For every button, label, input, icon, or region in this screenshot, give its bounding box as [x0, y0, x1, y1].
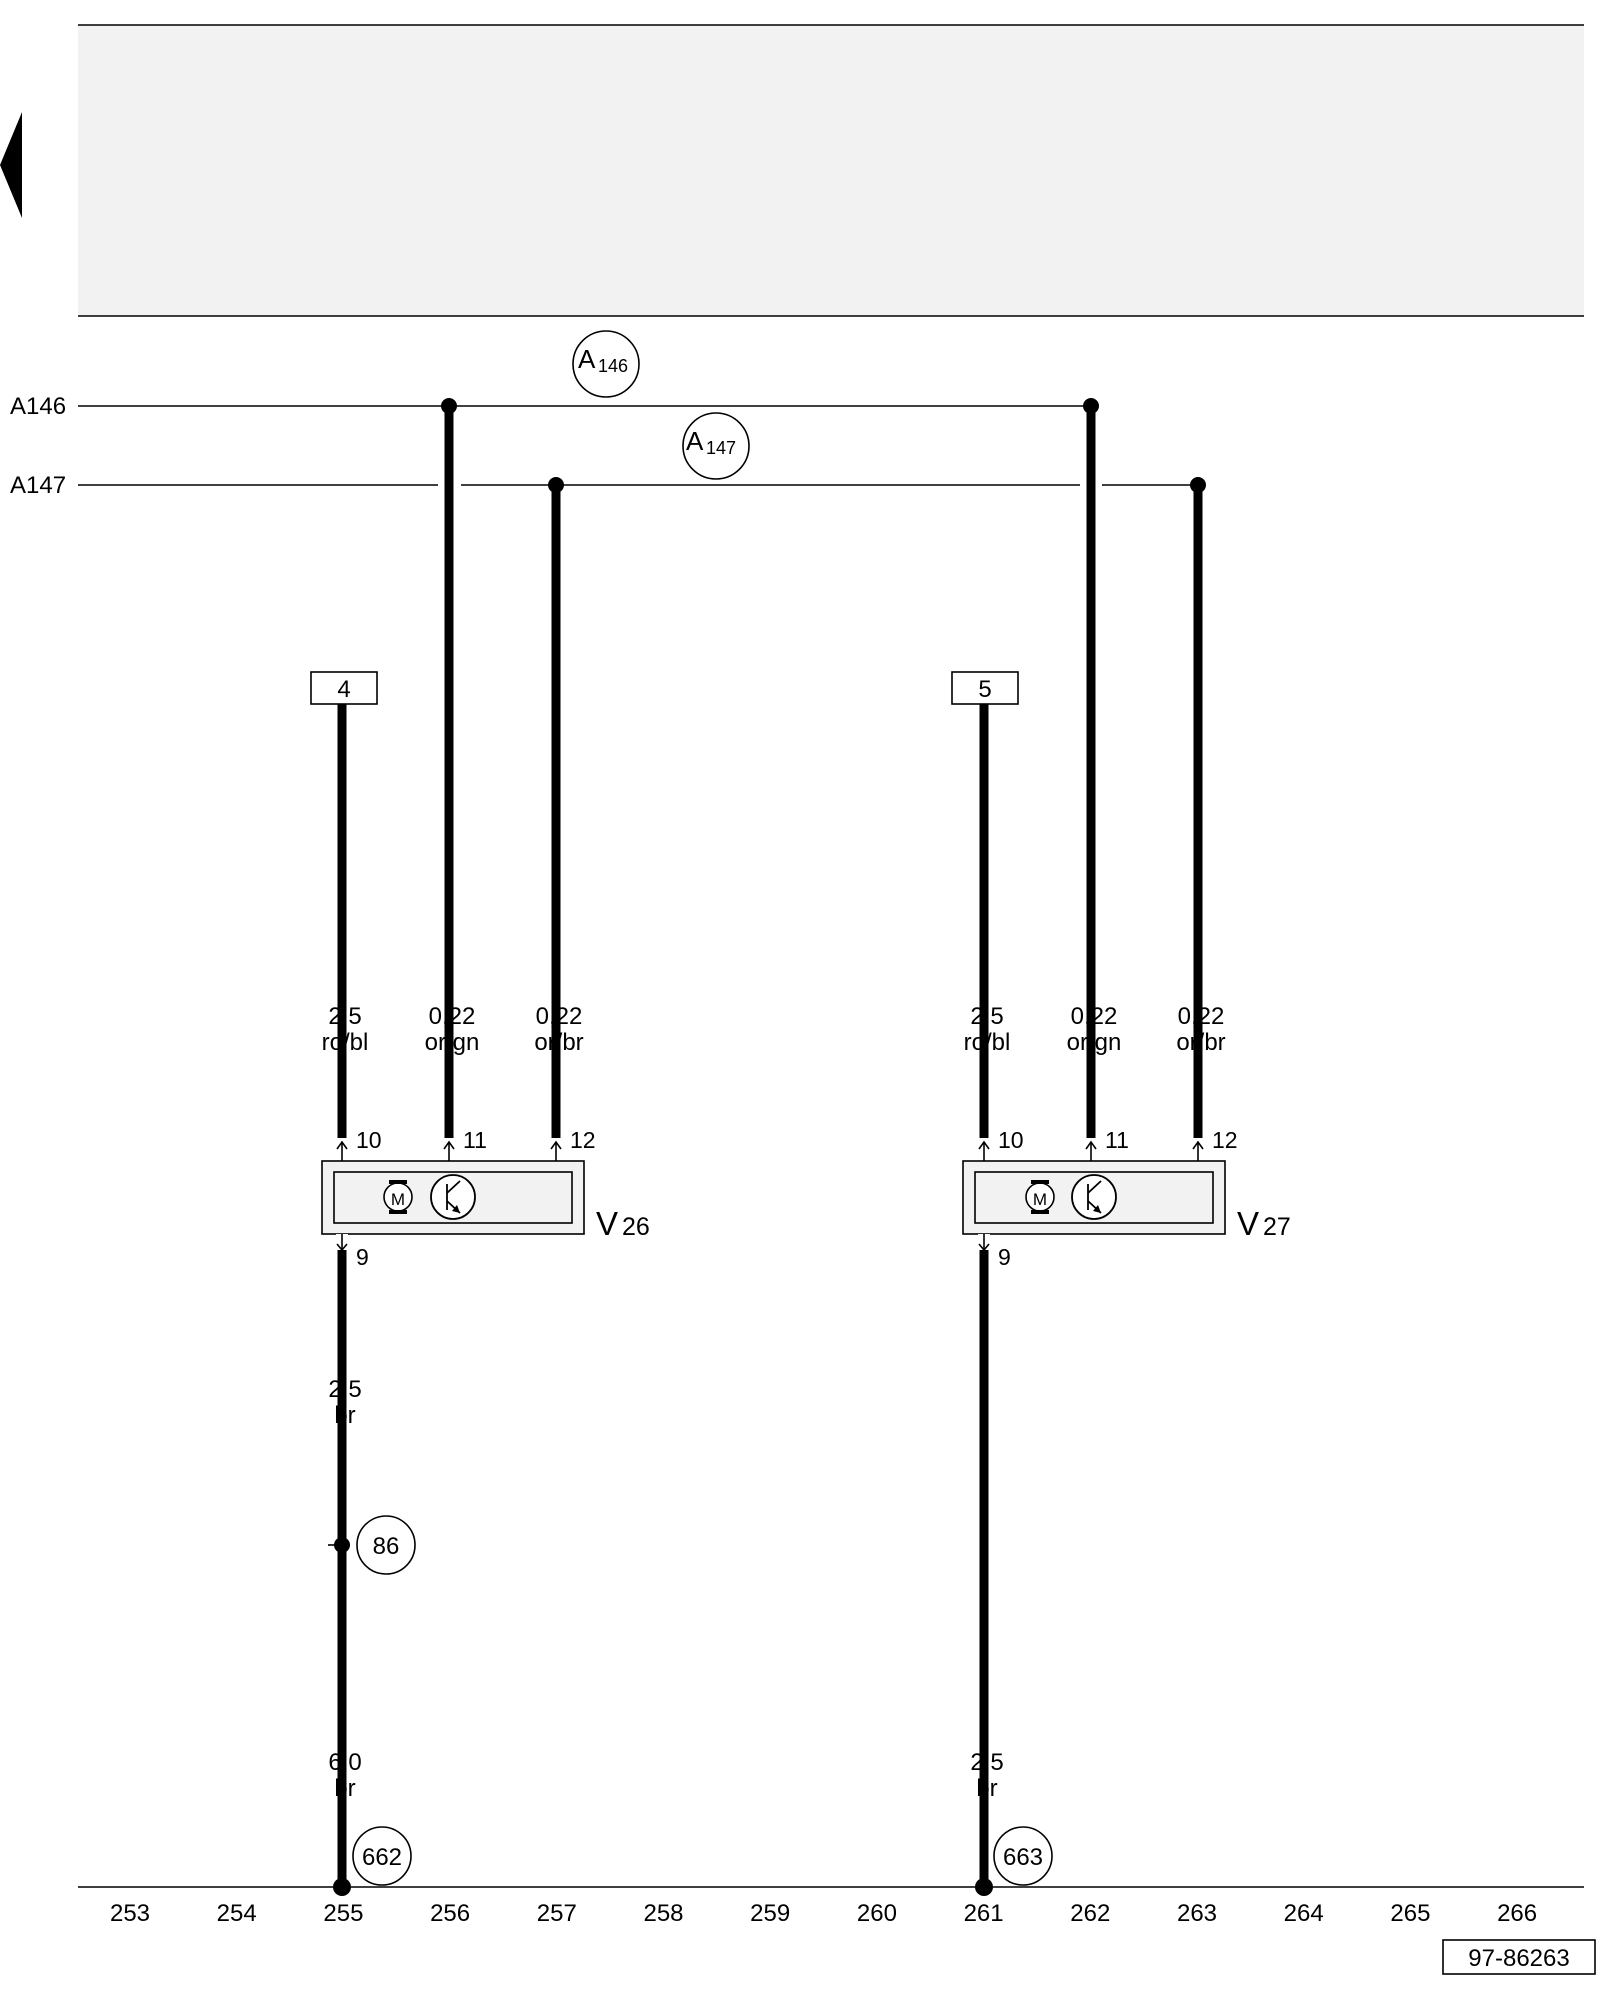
svg-text:4: 4: [337, 676, 350, 703]
wire-size-v26-pin10: 2,5: [328, 1003, 361, 1030]
pin-arrow-v26-9-icon: [336, 1234, 348, 1252]
pin-arrow-v27-9-icon: [978, 1234, 990, 1252]
wire-color-v26-pin12: or/br: [534, 1029, 583, 1056]
motor-icon: M: [383, 1180, 413, 1214]
header-band: [78, 25, 1584, 316]
previous-page-arrow-icon[interactable]: [0, 112, 22, 218]
wire-color-v27-pin11: or/gn: [1067, 1029, 1122, 1056]
connector-box-4: 4: [310, 671, 378, 705]
track-number: 265: [1390, 1900, 1430, 1927]
ground-marker-662: 662: [352, 1826, 412, 1886]
bus-marker-a147-main: A: [686, 426, 704, 456]
wire-color-v26-upper: br: [334, 1402, 355, 1429]
wire-color-v26-pin10: ro/bl: [322, 1029, 369, 1056]
track-number: 254: [217, 1900, 257, 1927]
wire-size-v26-upper: 2,5: [328, 1376, 361, 1403]
pin-label-v27-10: 10: [998, 1127, 1024, 1153]
bus-junction-a146-v27: [1083, 398, 1099, 414]
wire-size-v27-lower: 2,5: [970, 1749, 1003, 1776]
svg-text:663: 663: [1003, 1844, 1043, 1871]
diagram-id-box: 97-86263: [1442, 1939, 1596, 1975]
track-number: 262: [1070, 1900, 1110, 1927]
motor-icon: M: [1025, 1180, 1055, 1214]
pin-label-v27-12: 12: [1212, 1127, 1238, 1153]
track-number: 264: [1284, 1900, 1324, 1927]
svg-text:86: 86: [373, 1533, 400, 1560]
track-number: 253: [110, 1900, 150, 1927]
pin-label-v27-9: 9: [998, 1244, 1011, 1270]
bus-label-a146: A146: [10, 393, 66, 420]
track-number: 259: [750, 1900, 790, 1927]
bus-marker-a146-main: A: [578, 344, 596, 374]
track-number: 258: [643, 1900, 683, 1927]
junction-dot-86: [334, 1537, 350, 1553]
track-number: 256: [430, 1900, 470, 1927]
bus-junction-a147-v27: [1190, 477, 1206, 493]
pin-label-v26-10: 10: [356, 1127, 382, 1153]
bus-marker-a146: A 146: [572, 330, 640, 398]
pin-label-v26-12: 12: [570, 1127, 596, 1153]
track-number-row: 253 254 255 256 257 258 259 260 261 262 263 264 265 2…: [110, 1900, 1537, 1927]
wire-size-v27-pin12: 0,22: [1178, 1003, 1225, 1030]
motor-symbol-v27: M: [1033, 1190, 1047, 1209]
connector-box-5: 5: [951, 671, 1019, 705]
pin-label-v26-9: 9: [356, 1244, 369, 1270]
track-number: 266: [1497, 1900, 1537, 1927]
bus-marker-a146-sub: 146: [598, 356, 628, 376]
transistor-sensor-icon: [430, 1174, 476, 1220]
bus-marker-a147: A 147: [682, 412, 750, 480]
pin-label-v27-11: 11: [1105, 1127, 1129, 1153]
wire-size-v26-pin11: 0,22: [429, 1003, 476, 1030]
component-v27: [962, 1160, 1226, 1235]
bus-junction-a146-v26: [441, 398, 457, 414]
ground-marker-663: 663: [993, 1826, 1053, 1886]
pin-label-v26-11: 11: [463, 1127, 487, 1153]
svg-text:5: 5: [978, 676, 991, 703]
wire-size-v27-pin11: 0,22: [1071, 1003, 1118, 1030]
wire-color-v27-pin10: ro/bl: [964, 1029, 1011, 1056]
track-number: 260: [857, 1900, 897, 1927]
wire-size-v26-lower: 6,0: [328, 1749, 361, 1776]
wire-size-v26-pin12: 0,22: [536, 1003, 583, 1030]
wire-size-v27-pin10: 2,5: [970, 1003, 1003, 1030]
bus-label-a147: A147: [10, 472, 66, 499]
svg-text:97-86263: 97-86263: [1468, 1945, 1569, 1972]
track-number: 257: [537, 1900, 577, 1927]
wire-color-v27-pin12: or/br: [1176, 1029, 1225, 1056]
transistor-sensor-icon: [1071, 1174, 1117, 1220]
wire-color-v26-lower: br: [334, 1775, 355, 1802]
track-number: 255: [323, 1900, 363, 1927]
track-number: 263: [1177, 1900, 1217, 1927]
bus-junction-a147-v26: [548, 477, 564, 493]
motor-symbol-v26: M: [391, 1190, 405, 1209]
bus-marker-a147-sub: 147: [706, 438, 736, 458]
track-number: 261: [964, 1900, 1004, 1927]
svg-text:662: 662: [362, 1844, 402, 1871]
junction-marker-86: 86: [356, 1515, 416, 1575]
wire-color-v27-lower: br: [976, 1775, 997, 1802]
wire-color-v26-pin11: or/gn: [425, 1029, 480, 1056]
